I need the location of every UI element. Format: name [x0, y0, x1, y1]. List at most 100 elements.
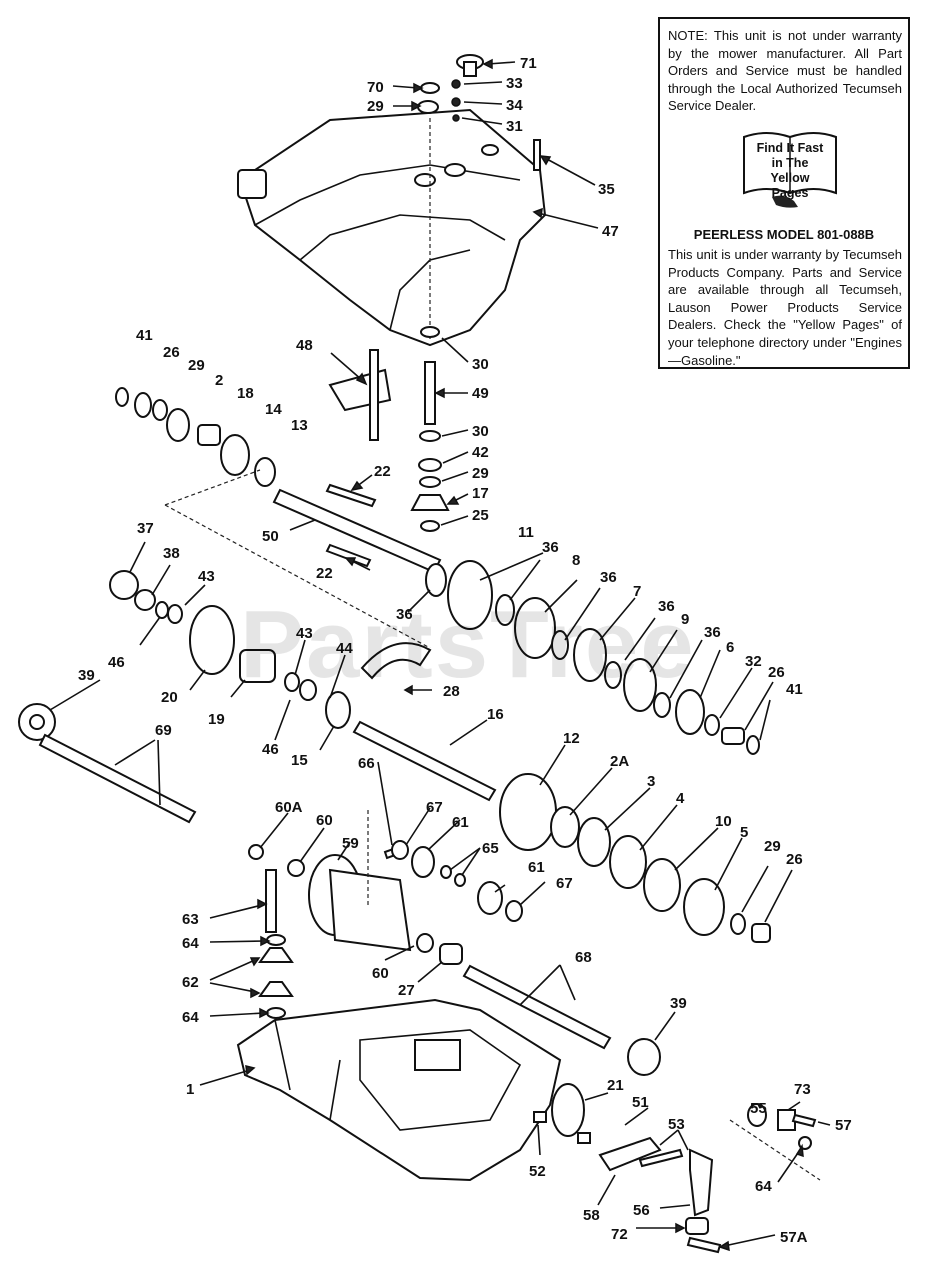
model-title: PEERLESS MODEL 801-088B: [693, 227, 875, 242]
countershaft-group: [352, 720, 771, 943]
lower-case: [236, 998, 562, 1182]
callout-43-left: 43: [198, 568, 215, 585]
callout-64-lower: 64: [182, 1009, 199, 1026]
callout-26-right: 26: [768, 664, 785, 681]
callout-57A: 57A: [780, 1229, 808, 1246]
callout-68: 68: [575, 949, 592, 966]
callout-34: 34: [506, 97, 523, 114]
callout-38: 38: [163, 545, 180, 562]
callout-8: 8: [572, 552, 580, 569]
callout-39-left: 39: [78, 667, 95, 684]
callout-61-lower: 61: [528, 859, 545, 876]
model-warranty-text: This unit is under warranty by Tecumseh …: [668, 247, 902, 368]
left-lower-cluster: [109, 504, 432, 729]
callout-62: 62: [182, 974, 199, 991]
main-shaft: [272, 483, 442, 574]
callout-52: 52: [529, 1163, 546, 1180]
warranty-note-text: NOTE: This unit is not under warranty by…: [668, 28, 902, 114]
callout-2: 2: [215, 372, 223, 389]
callout-66: 66: [358, 755, 375, 772]
callout-18: 18: [237, 385, 254, 402]
callout-46-left: 46: [108, 654, 125, 671]
callout-70: 70: [367, 79, 384, 96]
callout-9: 9: [681, 611, 689, 628]
book-label: Find It Fast in The Yellow Pages: [756, 141, 824, 200]
callout-30-mid: 30: [472, 423, 489, 440]
yellow-pages-book: Find It Fast in The Yellow Pages: [738, 127, 842, 211]
callout-30-upper: 30: [472, 356, 489, 373]
callout-63: 63: [182, 911, 199, 928]
callout-57: 57: [835, 1117, 852, 1134]
callout-17: 17: [472, 485, 489, 502]
upper-housing-cover: [237, 108, 547, 347]
callout-60A: 60A: [275, 799, 303, 816]
callout-41-right: 41: [786, 681, 803, 698]
callout-69: 69: [155, 722, 172, 739]
callout-21: 21: [607, 1077, 624, 1094]
callout-36-d: 36: [396, 606, 413, 623]
callout-15: 15: [291, 752, 308, 769]
callout-60-lower: 60: [372, 965, 389, 982]
callout-14: 14: [265, 401, 282, 418]
callout-67-lower: 67: [556, 875, 573, 892]
callout-27: 27: [398, 982, 415, 999]
callout-42: 42: [472, 444, 489, 461]
warranty-note-box: NOTE: This unit is not under warranty by…: [658, 17, 910, 369]
callout-25: 25: [472, 507, 489, 524]
callout-10: 10: [715, 813, 732, 830]
callout-7: 7: [633, 583, 641, 600]
callout-51: 51: [632, 1094, 649, 1111]
callout-59: 59: [342, 835, 359, 852]
callout-65: 65: [482, 840, 499, 857]
callout-36-e: 36: [704, 624, 721, 641]
callout-28: 28: [443, 683, 460, 700]
callout-49: 49: [472, 385, 489, 402]
callout-29-left: 29: [188, 357, 205, 374]
callout-47: 47: [602, 223, 619, 240]
callout-44: 44: [336, 640, 353, 657]
left-axle: [18, 703, 197, 824]
callout-16: 16: [487, 706, 504, 723]
callout-48: 48: [296, 337, 313, 354]
callout-26-lower: 26: [786, 851, 803, 868]
callout-72: 72: [611, 1226, 628, 1243]
callout-39-right: 39: [670, 995, 687, 1012]
callout-56: 56: [633, 1202, 650, 1219]
callout-1: 1: [186, 1081, 194, 1098]
callout-36-a: 36: [542, 539, 559, 556]
callout-labels: 71 70 33 29 34 31 35 47 30 48 49 41 26 2…: [78, 55, 852, 1246]
callout-29-top: 29: [367, 98, 384, 115]
callout-43-mid: 43: [296, 625, 313, 642]
callout-46-mid: 46: [262, 741, 279, 758]
callout-5: 5: [740, 824, 748, 841]
callout-67-upper: 67: [426, 799, 443, 816]
callout-6: 6: [726, 639, 734, 656]
callout-11: 11: [518, 524, 534, 541]
differential-group: [248, 810, 661, 1076]
callout-37: 37: [137, 520, 154, 537]
callout-2A: 2A: [610, 753, 629, 770]
callout-31: 31: [506, 118, 523, 135]
callout-41-left: 41: [136, 327, 153, 344]
callout-36-c: 36: [658, 598, 675, 615]
book-icon: [743, 132, 837, 208]
callout-32: 32: [745, 653, 762, 670]
callout-33: 33: [506, 75, 523, 92]
callout-20: 20: [161, 689, 178, 706]
callout-29-mid: 29: [472, 465, 489, 482]
callout-19: 19: [208, 711, 225, 728]
shift-lever-group: [533, 1083, 821, 1254]
callout-22-upper: 22: [374, 463, 391, 480]
callout-50: 50: [262, 528, 279, 545]
callout-4: 4: [676, 790, 685, 807]
callout-64-upper: 64: [182, 935, 199, 952]
callout-73: 73: [794, 1081, 811, 1098]
callout-58: 58: [583, 1207, 600, 1224]
callout-13: 13: [291, 417, 308, 434]
callout-12: 12: [563, 730, 580, 747]
callout-26-left: 26: [163, 344, 180, 361]
left-gear-cluster: [115, 387, 276, 506]
callout-3: 3: [647, 773, 655, 790]
